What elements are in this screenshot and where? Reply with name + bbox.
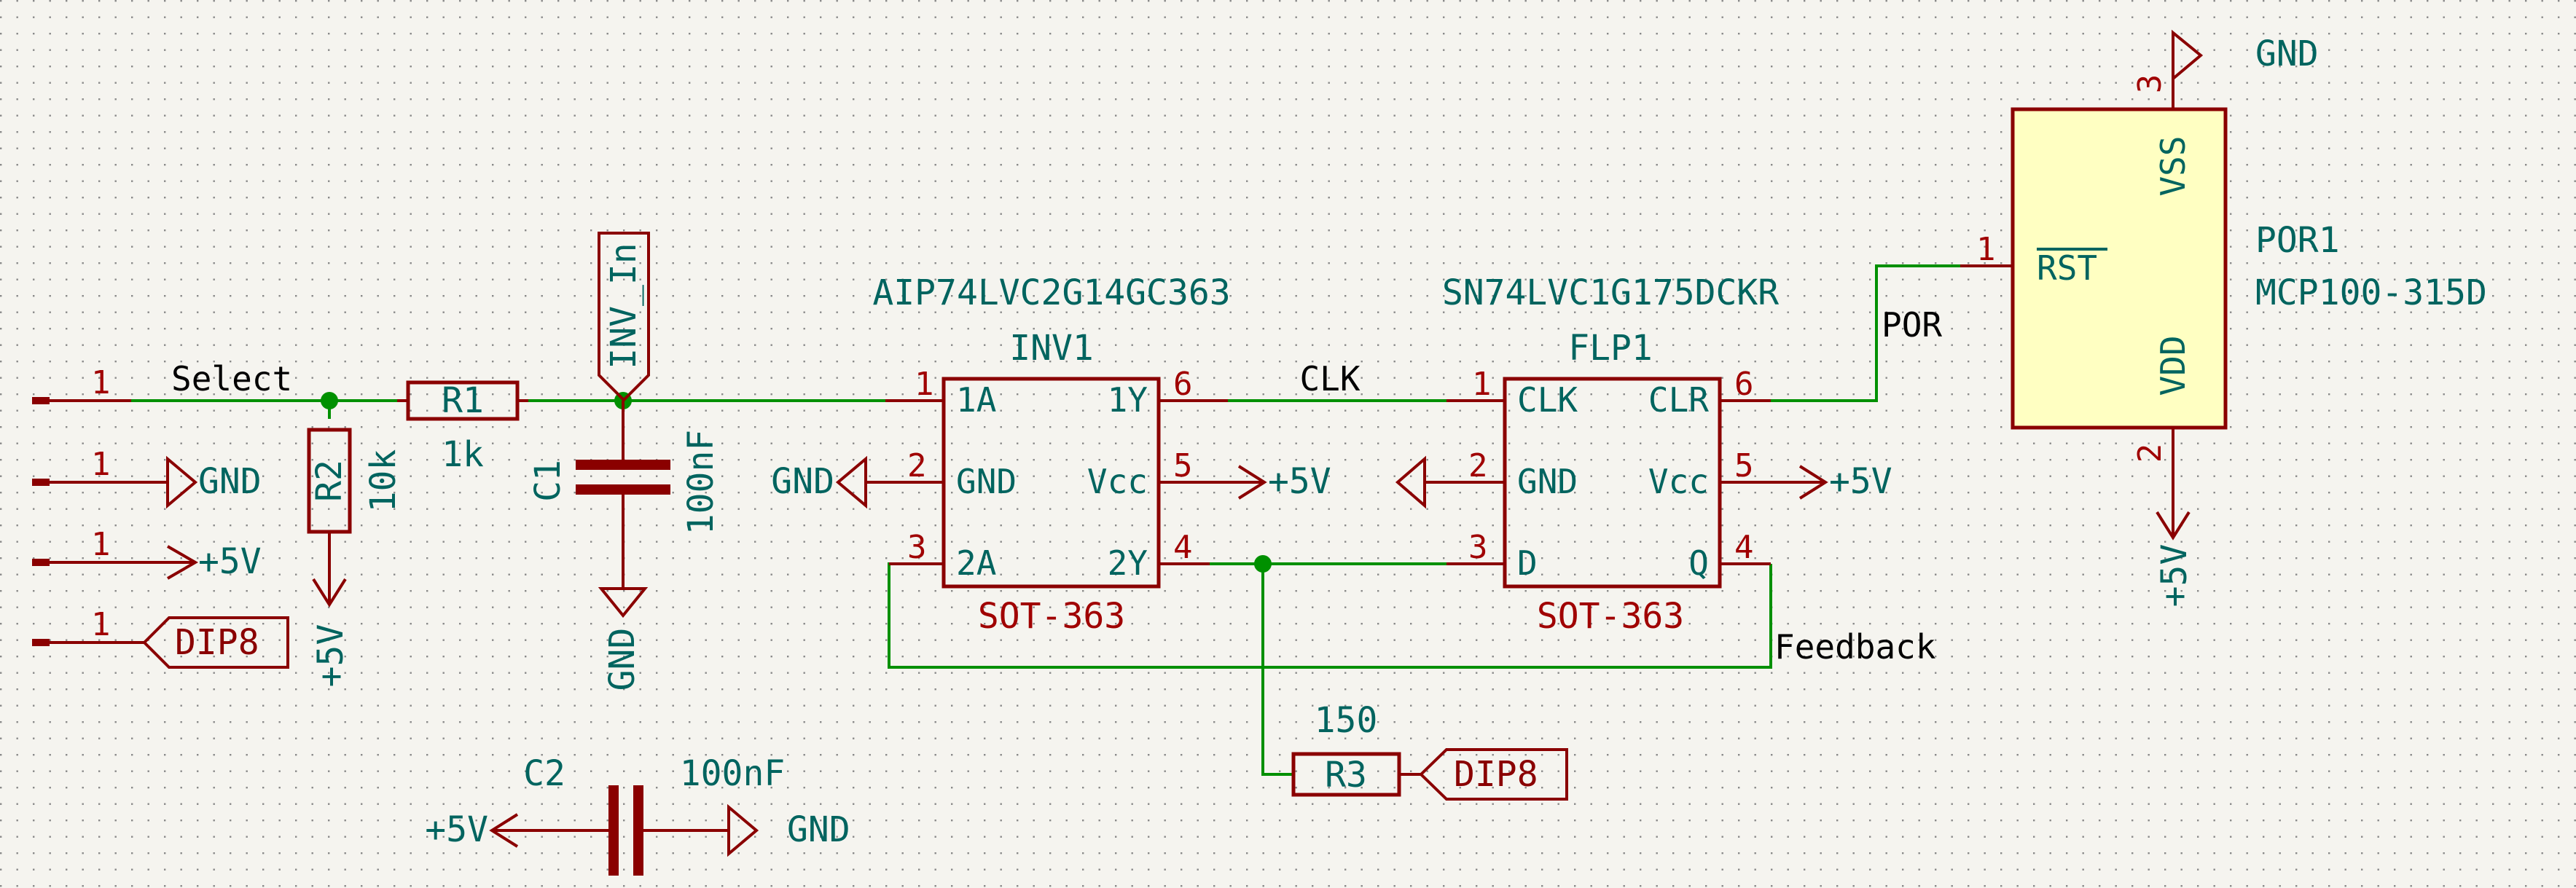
flp1-pin-d: D xyxy=(1517,543,1538,583)
por1-gnd-icon xyxy=(2172,29,2204,82)
flp1-num-6: 6 xyxy=(1734,366,1754,403)
r3-ref: R3 xyxy=(1325,755,1367,795)
flp1-pin-clr: CLR xyxy=(1648,380,1709,420)
flp1-package: SOT-363 xyxy=(1537,596,1684,637)
inv1-pin-2a: 2A xyxy=(956,543,996,583)
inv1-part: AIP74LVC2G14GC363 xyxy=(872,272,1230,313)
inv1-num-1: 1 xyxy=(915,366,934,403)
por1-num-2: 2 xyxy=(2131,444,2169,463)
flp1-symbol[interactable] xyxy=(1425,377,1825,589)
connector-pin-1-num: 1 xyxy=(91,364,111,401)
r2-value: 10k xyxy=(363,449,404,513)
inv1-pin-2y: 2Y xyxy=(1108,543,1148,583)
dip8-label-shape xyxy=(142,616,289,669)
connector-dip8-label: DIP8 xyxy=(175,622,259,663)
por1-pin-rst: RST xyxy=(2037,248,2097,288)
flp1-gnd-icon xyxy=(1395,455,1426,509)
connector-pin-3-end xyxy=(32,559,50,566)
por1-pin-vdd: VDD xyxy=(2153,335,2193,396)
flp1-vcc-net: +5V xyxy=(1829,461,1892,502)
flp1-part: SN74LVC1G175DCKR xyxy=(1442,272,1779,313)
flp1-num-3: 3 xyxy=(1468,529,1488,566)
connector-pin-3-num: 1 xyxy=(91,526,111,563)
por1-gnd-net: GND xyxy=(2255,34,2319,74)
connector-pins: 1 1 1 1 xyxy=(32,364,193,646)
r1-value: 1k xyxy=(442,434,484,475)
inv1-ref: INV1 xyxy=(1009,328,1094,369)
inv1-num-6: 6 xyxy=(1173,366,1193,403)
wire-r3[interactable] xyxy=(1261,564,1293,776)
por1-ref: POR1 xyxy=(2255,220,2340,261)
inv1-pin-1a: 1A xyxy=(956,380,996,420)
net-label-por: POR xyxy=(1882,305,1942,345)
inv-in-label-shape xyxy=(598,232,650,402)
junction-2y xyxy=(1254,555,1272,573)
inv1-pin-vcc: Vcc xyxy=(1087,462,1148,501)
por1-body[interactable] xyxy=(2011,107,2228,430)
inv1-gnd-icon xyxy=(835,455,867,509)
c2-ref: C2 xyxy=(523,753,565,794)
flp1-pin-vcc: Vcc xyxy=(1648,462,1709,501)
vcc-arrow-icon xyxy=(166,545,198,580)
inv1-num-3: 3 xyxy=(907,529,927,566)
inv1-symbol[interactable] xyxy=(866,377,1264,589)
por1-vdd-arrow-icon xyxy=(2156,511,2191,541)
c1-ref: C1 xyxy=(528,460,568,502)
net-label-clk: CLK xyxy=(1299,359,1360,398)
por1-vdd-net: +5V xyxy=(2154,544,2195,608)
por1-num-1: 1 xyxy=(1976,231,1996,268)
connector-gnd-label: GND xyxy=(198,461,262,502)
r3-dip8-label: DIP8 xyxy=(1454,754,1538,795)
net-label-select: Select xyxy=(171,359,292,398)
c2-gnd-icon xyxy=(727,803,759,857)
connector-pin-4-num: 1 xyxy=(91,606,111,643)
c2-value: 100nF xyxy=(680,753,786,794)
por1-pin-vss: VSS xyxy=(2153,135,2193,196)
flp1-num-4: 4 xyxy=(1734,529,1754,566)
flp1-num-2: 2 xyxy=(1468,447,1488,484)
c1-gnd-icon xyxy=(598,587,649,618)
flp1-num-1: 1 xyxy=(1472,366,1492,403)
r1-ref: R1 xyxy=(442,380,484,421)
flp1-pin-gnd: GND xyxy=(1517,462,1578,501)
gnd-flag-icon xyxy=(166,455,198,509)
inv1-vcc-net: +5V xyxy=(1268,461,1331,502)
inv1-num-2: 2 xyxy=(907,447,927,484)
inv1-vcc-arrow-icon xyxy=(1237,465,1267,500)
inv1-package: SOT-363 xyxy=(978,596,1125,637)
r2-vcc-label: +5V xyxy=(310,624,351,688)
c1-value: 100nF xyxy=(681,430,721,535)
net-label-feedback: Feedback xyxy=(1774,627,1936,667)
inv-in-label: INV_In xyxy=(603,243,644,369)
c1-gnd-label: GND xyxy=(602,628,643,691)
r3-dip8-label-shape xyxy=(1419,748,1568,801)
flp1-pin-q: Q xyxy=(1688,543,1709,583)
flp1-ref: FLP1 xyxy=(1568,328,1653,369)
r2-vcc-arrow-icon xyxy=(312,578,347,608)
connector-pin-2-num: 1 xyxy=(91,446,111,483)
flp1-vcc-arrow-icon xyxy=(1798,465,1828,500)
inv1-gnd-net: GND xyxy=(771,461,834,502)
inv1-num-4: 4 xyxy=(1173,529,1193,566)
wire-por[interactable] xyxy=(1771,264,1960,402)
c2-right-gnd: GND xyxy=(787,809,850,850)
connector-vcc-label: +5V xyxy=(198,541,262,582)
r2-ref: R2 xyxy=(309,460,350,502)
r3-value: 150 xyxy=(1315,700,1378,741)
c2-left-pwr: +5V xyxy=(425,809,488,850)
inv1-num-5: 5 xyxy=(1173,447,1193,484)
por1-num-3: 3 xyxy=(2131,74,2169,94)
connector-pin-2-end xyxy=(32,479,50,486)
junction-select xyxy=(321,392,338,409)
por1-part: MCP100-315D xyxy=(2255,272,2487,313)
inv1-pin-1y: 1Y xyxy=(1108,380,1148,420)
c2-vcc-arrow-icon xyxy=(489,813,519,848)
flp1-pin-clk: CLK xyxy=(1517,380,1578,420)
connector-pin-1-end xyxy=(32,397,50,404)
flp1-num-5: 5 xyxy=(1734,447,1754,484)
inv1-pin-gnd: GND xyxy=(956,462,1017,501)
connector-pin-4-end xyxy=(32,639,50,646)
